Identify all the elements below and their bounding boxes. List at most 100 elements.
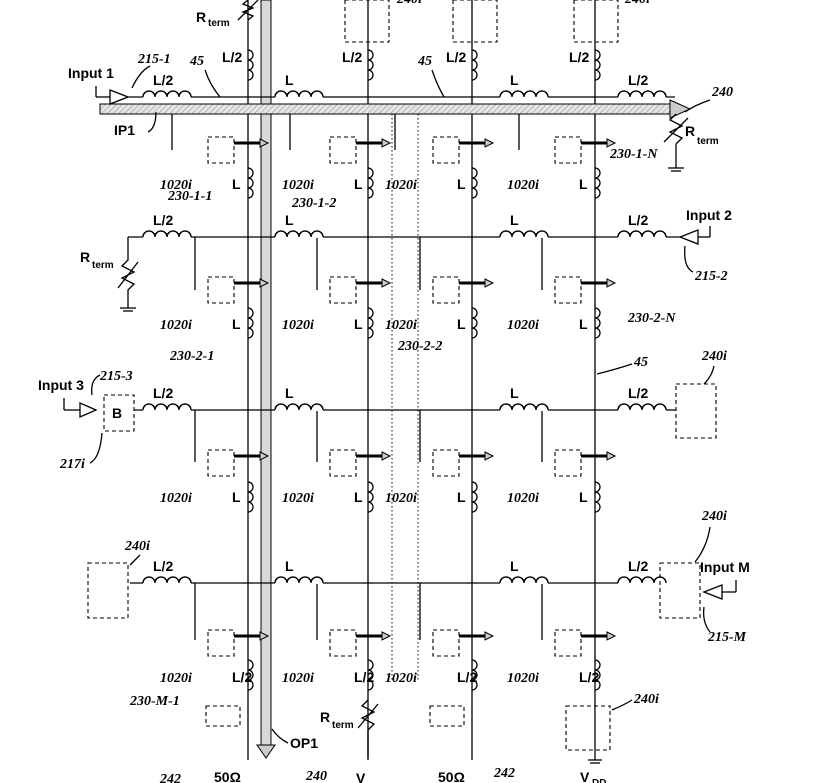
ref-230-1-N: 230-1-N: [609, 147, 658, 162]
inductor-coil-icon: [274, 90, 324, 98]
inductor-label: L: [285, 212, 294, 228]
ref-240-row1: 240: [711, 85, 733, 100]
ref-1020i: 1020i: [160, 318, 192, 333]
bottom-terminations: OP1 240i 50Ω 50Ω 242 242 240 R term V V …: [159, 692, 659, 783]
ref-240i-bottom: 240i: [633, 692, 659, 707]
ref-240i-row3: 240i: [701, 349, 727, 364]
inductor-label-vertical: L: [232, 176, 241, 192]
inductor-coil-vertical-icon: [247, 481, 254, 513]
inductor-label-vertical: L: [457, 489, 466, 505]
inductor-label-top: L/2: [222, 49, 242, 65]
input-2-buffer-icon: [678, 229, 699, 245]
ref-230-1-2: 230-1-2: [291, 196, 336, 211]
inductor-coil-icon: [274, 230, 324, 238]
arrowhead-icon: [484, 138, 495, 148]
ref-1020i: 1020i: [507, 178, 539, 193]
op1-label: OP1: [290, 735, 318, 751]
ref-240i-top-1: 240i: [396, 0, 422, 7]
ref-1020i: 1020i: [282, 671, 314, 686]
arrowhead-icon: [381, 451, 392, 461]
input-2-label: Input 2: [686, 207, 732, 223]
ref-1020i: 1020i: [507, 671, 539, 686]
inductor-coil-vertical-icon: [594, 307, 601, 339]
inductor-label-top: L/2: [569, 49, 589, 65]
switch-cell-1-0: [207, 276, 235, 304]
arrowhead-icon: [606, 138, 617, 148]
inductor-coil-vertical-icon: [471, 481, 478, 513]
inductor-coil-icon: [274, 576, 324, 584]
ref-1020i: 1020i: [385, 671, 417, 686]
inductor-label-top: L/2: [446, 49, 466, 65]
rterm-sub-r2: term: [92, 260, 114, 271]
inductor-coil-vertical-icon: [594, 167, 601, 199]
rterm-sub-top: term: [208, 18, 230, 29]
inductor-label-vertical: L: [579, 316, 588, 332]
arrowhead-icon: [259, 631, 270, 641]
inductor-label-top: L/2: [342, 49, 362, 65]
inductor-coil-vertical-icon: [247, 307, 254, 339]
switch-cell-2-0: [207, 449, 235, 477]
b-label: B: [112, 405, 122, 421]
inductor-label: L/2: [153, 558, 173, 574]
rterm-label-r1: R: [685, 123, 695, 139]
inductor-label: L: [510, 72, 519, 88]
input-m-buffer-icon: [702, 584, 723, 600]
inductor-coil-vertical-icon: [247, 659, 254, 691]
switch-cell-3-1: [329, 629, 357, 657]
row3-ends: Input 3 215-3 B 217i 240i 45: [38, 349, 727, 472]
ref-242-right: 242: [493, 766, 515, 781]
inductor-coil-icon: [142, 230, 192, 238]
fifty-ohm-2: 50Ω: [438, 769, 465, 783]
static-wiring: [99, 0, 692, 760]
inductor-label: L/2: [628, 72, 648, 88]
inductor-coil-vertical-icon: [367, 167, 374, 199]
varactor-box-1: [205, 705, 241, 727]
ref-1020i: 1020i: [385, 491, 417, 506]
rterm-label-bottom: R: [320, 709, 330, 725]
arrowhead-icon: [381, 631, 392, 641]
input-3-label: Input 3: [38, 377, 84, 393]
inductor-coil-icon: [617, 576, 667, 584]
ref-240i-rowM-right: 240i: [701, 509, 727, 524]
inductor-coil-icon: [142, 90, 192, 98]
switch-cell-0-0: [207, 136, 235, 164]
ref-45-row1-a: 45: [189, 54, 204, 69]
arrowhead-icon: [484, 631, 495, 641]
inductor-label-vertical: L: [579, 176, 588, 192]
arrowhead-icon: [606, 451, 617, 461]
inductor-label-vertical: L: [457, 316, 466, 332]
240i-block-bottom: [565, 705, 611, 751]
input-1-buffer-icon: [109, 89, 130, 105]
inductor-coil-icon: [274, 403, 324, 411]
ref-230-M-1: 230-M-1: [129, 694, 180, 709]
inductor-label: L: [285, 385, 294, 401]
ref-1020i: 1020i: [385, 178, 417, 193]
inductor-label-vertical: L: [579, 489, 588, 505]
rowM-ends: 240i 240i Input M 215-M: [87, 509, 750, 645]
inductor-coil-vertical-icon: [471, 659, 478, 691]
switch-cell-0-1: [329, 136, 357, 164]
inductor-coil-vertical-icon: [247, 49, 254, 81]
inductor-label: L: [285, 558, 294, 574]
ref-1020i: 1020i: [282, 318, 314, 333]
ref-1020i: 1020i: [507, 491, 539, 506]
inductor-coil-icon: [617, 230, 667, 238]
ip1-label: IP1: [114, 122, 135, 138]
inductor-label-vertical: L: [232, 489, 241, 505]
ref-240i-top-3: 240i: [624, 0, 650, 7]
inductor-coil-icon: [142, 403, 192, 411]
vdd-label-1: V: [356, 770, 366, 783]
switch-cell-0-3: [554, 136, 582, 164]
inductor-label-vertical: L/2: [457, 669, 477, 685]
inductor-label-vertical: L: [457, 176, 466, 192]
inductor-coil-icon: [142, 576, 192, 584]
240i-block-row3: [675, 383, 717, 439]
arrowhead-icon: [606, 278, 617, 288]
inductor-label-vertical: L/2: [579, 669, 599, 685]
inductor-coil-vertical-icon: [594, 49, 601, 81]
ref-230-2-N: 230-2-N: [627, 311, 676, 326]
ref-230-2-2: 230-2-2: [397, 339, 442, 354]
ref-230-1-1: 230-1-1: [167, 189, 212, 204]
240i-block-rowM-left: [87, 562, 129, 619]
